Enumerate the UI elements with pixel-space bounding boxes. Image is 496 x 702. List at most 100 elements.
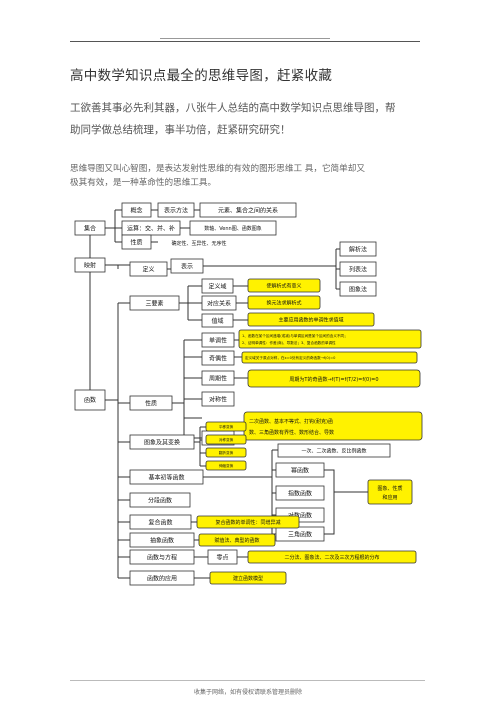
footer-rule (70, 680, 425, 681)
node-trans-translate-label: 平移变换 (219, 424, 234, 429)
node-set-props-label: 性质 (130, 239, 142, 247)
node-map-graph (339, 281, 377, 297)
node-domain-label: 定义域 (208, 283, 226, 291)
node-map-graph-label: 图象法 (349, 286, 367, 294)
node-map-repr (170, 258, 204, 274)
node-symmetry-label: 对称性 (209, 396, 227, 404)
node-mono-note-line1: 1、函数在某个区间递增(或减)与单调区间是某个区间的含义不同； (242, 333, 348, 338)
node-func-application-label: 函数的应用 (147, 575, 177, 583)
node-trans-translate (205, 421, 247, 432)
node-extremum-note-line2: 数、三角函数有界性、数形结合、导数 (249, 429, 334, 436)
node-three-elements (129, 295, 180, 311)
node-set-repr (157, 202, 195, 218)
node-correspondence-label: 对应关系 (207, 300, 231, 308)
node-periodicity-label: 周期性 (209, 375, 227, 383)
node-map-table (339, 261, 377, 277)
node-func-equation (129, 549, 195, 565)
node-basic-side-note (367, 479, 413, 505)
node-parity-note-label: 定义域关于原点对称，在x=0处有定义的奇函数→f(0)=0 (245, 355, 336, 360)
node-correspondence (201, 295, 237, 311)
node-zeros-note-label: 二分法、图象法、二次及三次方程根的分布 (284, 554, 379, 561)
node-map-analytic-label: 解析法 (349, 246, 367, 254)
node-abstract-note (198, 533, 276, 547)
node-set-repr-label: 表示方法 (164, 207, 188, 215)
node-trig-function-label: 三角函数 (288, 531, 312, 539)
node-domain (201, 278, 234, 294)
node-mono-note (238, 329, 422, 349)
node-composite (129, 514, 192, 530)
intro-line-1: 工欲善其事必先利其器，八张牛人总结的高中数学知识点思维导图，帮 (70, 102, 396, 114)
node-basic-side-line1: 图象、性质 (377, 485, 402, 492)
description-paragraph: 思维导图又叫心智图，是表达发射性思维的有效的图形思维工 具，它简单却又 极其有效… (70, 162, 425, 190)
node-range (201, 313, 234, 328)
node-log-function-label: 对数函数 (288, 512, 312, 520)
node-set-ops-tools-label: 数轴、Venn图、函数图象 (204, 225, 261, 232)
node-symmetry (201, 391, 235, 407)
node-set-label: 集合 (84, 225, 96, 233)
node-period-note (247, 369, 421, 388)
node-range-label: 值域 (211, 317, 223, 325)
node-properties-label: 性质 (145, 400, 157, 408)
node-basic-header-label: 一次、二次函数、反比例函数 (301, 448, 366, 455)
node-exp-function (275, 485, 325, 501)
node-period-note-label: 周期为T的奇函数→f(T)=f(T/2)=f(0)=0 (289, 376, 378, 383)
node-basic-header (277, 443, 391, 458)
brace-basic-functions (324, 469, 358, 535)
node-corr-note-label: 换元法求解析式 (266, 300, 301, 307)
node-map-def (129, 261, 168, 277)
node-map-analytic (339, 241, 377, 257)
desc-line-2: 极其有效，是一种革命性的思维工具。 (70, 178, 217, 188)
node-periodicity (201, 370, 235, 386)
node-range-note (247, 312, 375, 327)
node-set-concept-label: 概念 (130, 207, 142, 215)
node-three-elements-label: 三要素 (145, 300, 163, 308)
node-exp-function-label: 指数函数 (288, 490, 312, 498)
node-parity (201, 350, 235, 366)
node-trans-fold-label: 翻折变换 (219, 450, 234, 455)
node-mono-note-line2: 2、证明单调性：作差(商)、导数法；3、复合函数的单调性 (242, 340, 336, 345)
node-zeros-note (247, 550, 417, 564)
node-map-table-label: 列表法 (349, 266, 367, 274)
node-trans-symmetric (205, 434, 247, 445)
node-set-ops-label: 运算：交、并、补 (127, 225, 175, 233)
node-abstract-label: 抽象函数 (150, 537, 174, 545)
node-corr-note (247, 295, 321, 310)
node-trans-stretch (205, 460, 247, 471)
node-extremum-note-line1: 二次函数、基本不等式、打钩(耐克)函 (249, 418, 333, 425)
node-graph-transform-label: 图象及其变换 (144, 439, 180, 447)
node-basic-side-line2: 和应用 (382, 494, 397, 501)
node-mapping (74, 257, 106, 273)
node-monotonicity-label: 单调性 (209, 337, 227, 345)
node-function-label: 函数 (84, 396, 96, 404)
node-domain-note-label: 使解析式有意义 (266, 283, 301, 290)
node-set-ops-tools (189, 220, 277, 236)
node-trans-fold (205, 447, 247, 458)
desc-line-1: 思维导图又叫心智图，是表达发射性思维的有效的图形思维工 具，它简单却又 (70, 164, 365, 174)
node-func-equation-label: 函数与方程 (147, 554, 177, 562)
node-basic-functions (129, 469, 204, 485)
node-map-def-label: 定义 (142, 266, 154, 274)
header-rule (70, 41, 420, 42)
node-mapping-label: 映射 (84, 262, 96, 270)
node-set-props-list: 确定性、互异性、无序性 (171, 240, 226, 247)
node-range-note-label: 主要应用函数的单调性求值域 (278, 317, 343, 324)
node-set-concept (121, 202, 152, 218)
intro-line-2: 助同学做总结梳理，事半功倍，赶紧研究研究！ (70, 124, 291, 136)
node-basic-functions-label: 基本初等函数 (148, 474, 184, 482)
node-composite-note-label: 复合函数的单调性：同增异减 (215, 519, 280, 526)
node-piecewise-label: 分段函数 (148, 497, 172, 505)
node-trans-symmetric-label: 对称变换 (219, 437, 234, 442)
node-properties (129, 395, 173, 411)
node-piecewise (129, 492, 191, 508)
node-power-function-label: 幂函数 (291, 467, 309, 475)
node-function (74, 389, 106, 411)
node-parity-label: 奇偶性 (209, 355, 227, 363)
node-abstract (129, 532, 195, 548)
node-domain-note (247, 278, 321, 293)
node-func-app-note-label: 建立函数模型 (233, 575, 263, 582)
header-rule-short (160, 38, 330, 39)
node-set-elem (199, 202, 297, 218)
node-zeros-label: 零点 (216, 554, 228, 562)
node-abstract-note-label: 赋值法、典型的函数 (214, 537, 259, 544)
node-composite-label: 复合函数 (148, 519, 172, 527)
